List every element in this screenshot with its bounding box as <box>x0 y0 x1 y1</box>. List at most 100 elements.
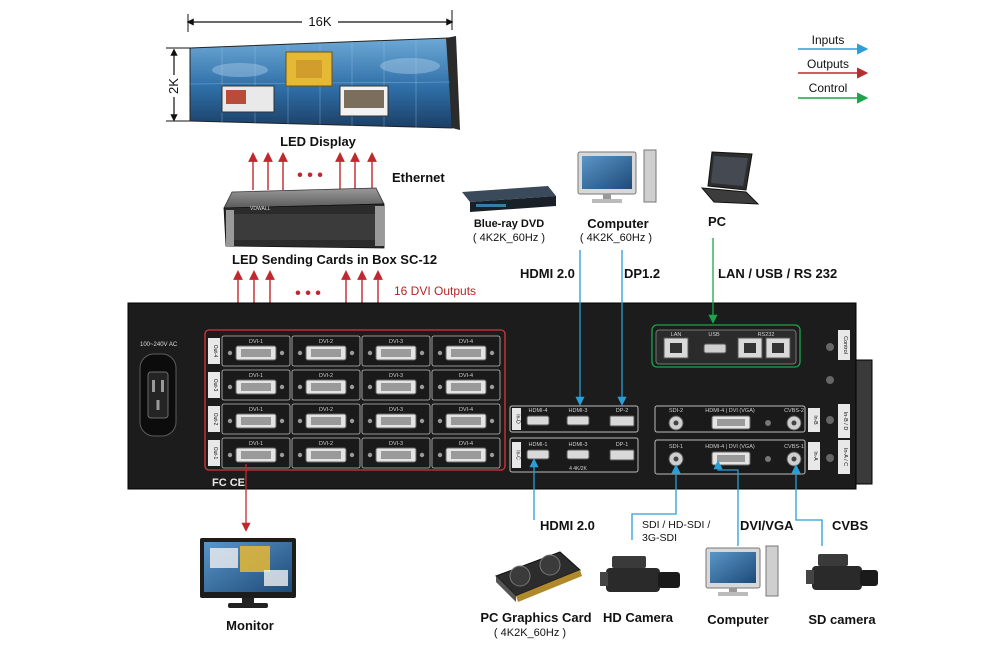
computer-bottom-name: Computer <box>707 612 768 627</box>
sending-card-box: VDWALL LED Sending Cards in Box SC-12 Et… <box>223 170 445 267</box>
monitor: Monitor <box>200 538 296 633</box>
certification-marks: FC CE <box>212 477 245 489</box>
hdmi-port <box>526 449 550 460</box>
arrows-dots-bottom: • • • <box>295 285 321 302</box>
dvi-port-label: DVI-3 <box>389 339 403 345</box>
dvi-port-label: DVI-1 <box>249 441 263 447</box>
lan-label: LAN <box>671 332 682 338</box>
control-tag: Control <box>842 336 848 354</box>
in-c-tag: In-C <box>515 450 521 460</box>
ethernet-label: Ethernet <box>392 170 445 185</box>
dvi-row-label: Out-1 <box>212 447 218 460</box>
dvi-port-label: DVI-2 <box>319 339 333 345</box>
hdmi-port-label: HDMI-3 <box>569 408 588 414</box>
bluray-spec: ( 4K2K_60Hz ) <box>473 232 545 244</box>
hdmi-port-label: DP-2 <box>616 408 629 414</box>
hd-camera-name: HD Camera <box>603 610 674 625</box>
sending-box-brand: VDWALL <box>250 206 271 212</box>
dvi-port-label: DVI-2 <box>319 441 333 447</box>
graphics-link-label: HDMI 2.0 <box>540 518 595 533</box>
dvi-vga-port-label: HDMI-4 | DVI (VGA) <box>705 444 755 450</box>
legend-inputs-label: Inputs <box>812 33 845 47</box>
sdi-port-label: SDI-2 <box>669 408 683 414</box>
dvi-vga-link-label: DVI/VGA <box>740 518 794 533</box>
sd-camera-name: SD camera <box>808 612 876 627</box>
hdmi-port <box>526 415 550 426</box>
legend: Inputs Outputs Control <box>798 33 869 104</box>
cvbs-connection <box>791 464 823 546</box>
pc-graphics-card: PC Graphics Card ( 4K2K_60Hz ) <box>480 551 592 639</box>
dvi-port-label: DVI-2 <box>319 407 333 413</box>
dvi-port-label: DVI-4 <box>459 441 473 447</box>
in-ac-tag: In-A / C <box>842 448 848 466</box>
dvi-outputs-label: 16 DVI Outputs <box>394 284 476 298</box>
dvi-port-label: DVI-4 <box>459 373 473 379</box>
led-display-caption: LED Display <box>280 134 357 149</box>
output-arrows-to-display <box>248 152 377 190</box>
dvi-port-label: DVI-1 <box>249 407 263 413</box>
in-d-tag: In-D <box>515 414 521 424</box>
led-display: 16K 2K LED Display <box>166 10 460 149</box>
hdmi-port-label: HDMI-3 <box>569 442 588 448</box>
dvi-port-label: DVI-4 <box>459 407 473 413</box>
dvi-port-label: DVI-3 <box>389 441 403 447</box>
hd-camera: HD Camera <box>600 556 680 625</box>
sdi-link-label-1: SDI / HD-SDI / <box>642 519 710 531</box>
sd-camera: SD camera <box>806 554 878 627</box>
legend-outputs-label: Outputs <box>807 57 849 71</box>
dvi-port-label: DVI-3 <box>389 407 403 413</box>
dvi-row-label: Out-2 <box>212 413 218 426</box>
width-label: 16K <box>308 14 331 29</box>
hdmi-port-label: HDMI-4 <box>529 408 548 414</box>
pc-laptop: PC <box>700 151 760 229</box>
dvi-port-label: DVI-1 <box>249 339 263 345</box>
graphics-card-name: PC Graphics Card <box>480 610 591 625</box>
dvi-vga-connection <box>713 460 739 546</box>
sending-box-caption: LED Sending Cards in Box SC-12 <box>232 252 437 267</box>
dvi-port-label: DVI-1 <box>249 373 263 379</box>
dvi-port-label: DVI-4 <box>459 339 473 345</box>
monitor-name: Monitor <box>226 618 274 633</box>
dvi-row-label: Out-3 <box>212 379 218 392</box>
computer-bottom: Computer <box>705 545 779 627</box>
arrows-dots-top: • • • <box>297 167 323 184</box>
cvbs-port-label: CVBS-2 <box>784 408 804 414</box>
usb-port <box>703 343 727 354</box>
bluray-player: Blue-ray DVD ( 4K2K_60Hz ) <box>462 186 556 244</box>
rs232-label: RS232 <box>758 332 775 338</box>
dvi-vga-port-label: HDMI-4 | DVI (VGA) <box>705 408 755 414</box>
pc-link-label: LAN / USB / RS 232 <box>718 266 837 281</box>
in-a-tag: In-A <box>812 451 818 461</box>
sdi-connection <box>631 464 681 540</box>
sdi-link-label-2: 3G-SDI <box>642 532 677 544</box>
graphics-card-spec: ( 4K2K_60Hz ) <box>494 627 566 639</box>
height-label: 2K <box>166 78 181 94</box>
hdmi-port-label: DP-1 <box>616 442 629 448</box>
sdi-port-label: SDI-1 <box>669 444 683 450</box>
pc-name: PC <box>708 214 727 229</box>
bluray-name: Blue-ray DVD <box>474 218 544 230</box>
dp-port <box>609 449 635 461</box>
computer-top-name: Computer <box>587 216 648 231</box>
hdmi-port <box>566 415 590 426</box>
dp-port <box>609 415 635 427</box>
hdmi-port <box>566 449 590 460</box>
cvbs-port-label: CVBS-1 <box>784 444 804 450</box>
dvi-port-label: DVI-3 <box>389 373 403 379</box>
usb-label: USB <box>708 332 720 338</box>
dp-link-label: DP1.2 <box>624 266 660 281</box>
hdmi-top-link-label: HDMI 2.0 <box>520 266 575 281</box>
cvbs-link-label: CVBS <box>832 518 868 533</box>
dvi-port-label: DVI-2 <box>319 373 333 379</box>
computer-top-spec: ( 4K2K_60Hz ) <box>580 232 652 244</box>
in-b-tag: In-B <box>812 415 818 425</box>
dvi-output-block <box>204 329 506 471</box>
control-port-block <box>651 324 801 368</box>
legend-control-label: Control <box>809 81 848 95</box>
hdmi-port-label: HDMI-1 <box>529 442 548 448</box>
in-bd-tag: In-B / D <box>842 412 848 431</box>
resolution-tag: 4 4K/2K <box>569 466 587 472</box>
